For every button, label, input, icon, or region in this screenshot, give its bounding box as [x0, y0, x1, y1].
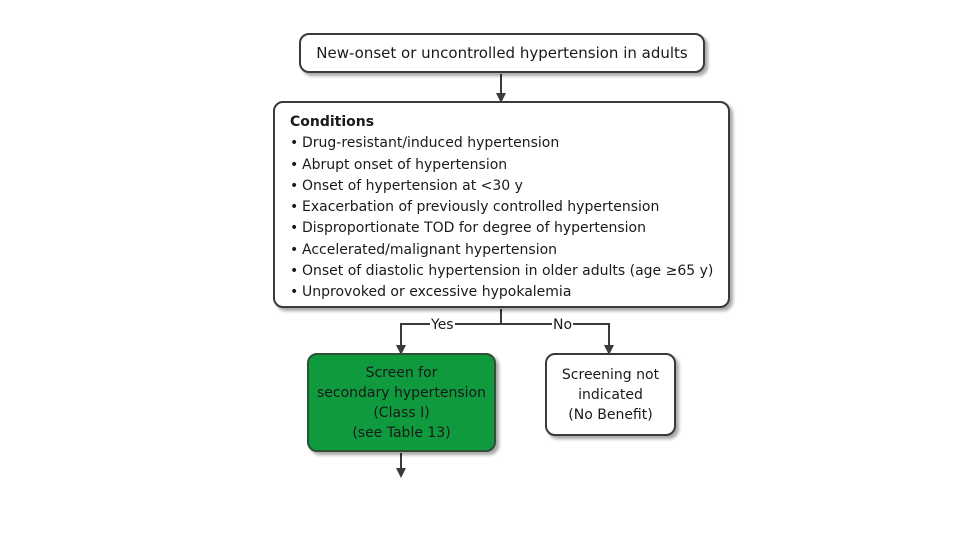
no-screen-line: Screening not — [561, 366, 660, 383]
screen-line: Screen for — [365, 364, 438, 381]
condition-item: Exacerbation of previously controlled hy… — [290, 197, 728, 218]
conditions-title: Conditions — [290, 114, 375, 130]
condition-item: Disproportionate TOD for degree of hyper… — [290, 218, 728, 239]
condition-item: Onset of diastolic hypertension in older… — [290, 261, 728, 282]
screening-not-indicated-node: Screening not indicated (No Benefit) — [545, 353, 676, 436]
condition-item: Onset of hypertension at <30 y — [290, 176, 728, 197]
condition-item: Abrupt onset of hypertension — [290, 155, 728, 176]
start-node: New-onset or uncontrolled hypertension i… — [299, 33, 705, 73]
condition-item: Accelerated/malignant hypertension — [290, 240, 728, 261]
no-screen-line: (No Benefit) — [568, 406, 653, 423]
screen-line: (Class I) — [373, 404, 430, 421]
no-screen-line: indicated — [578, 386, 643, 403]
conditions-node: Conditions Drug-resistant/induced hypert… — [273, 101, 730, 308]
condition-item: Unprovoked or excessive hypokalemia — [290, 282, 728, 303]
no-branch-label: No — [552, 317, 574, 333]
screen-line: secondary hypertension — [316, 384, 486, 401]
yes-branch-label: Yes — [430, 317, 455, 333]
screen-secondary-node: Screen for secondary hypertension (Class… — [307, 353, 496, 452]
condition-item: Drug-resistant/induced hypertension — [290, 133, 728, 154]
start-node-label: New-onset or uncontrolled hypertension i… — [316, 44, 688, 62]
screen-line: (see Table 13) — [352, 424, 451, 441]
